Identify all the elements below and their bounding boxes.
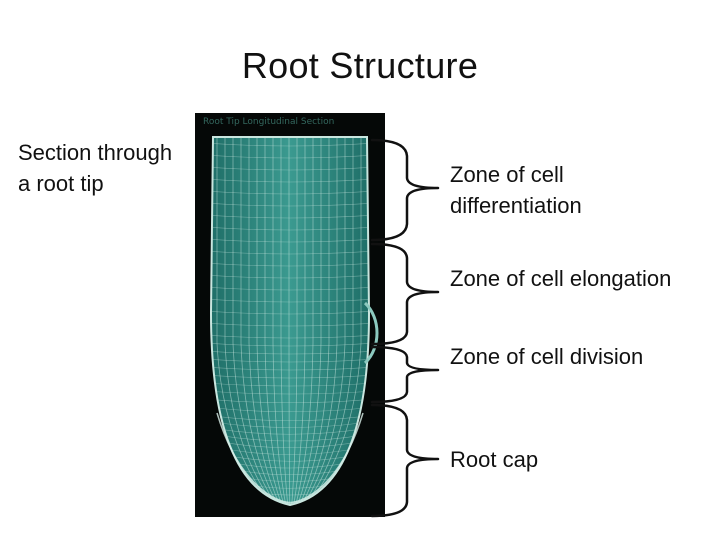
cell-wall-line: [211, 262, 369, 267]
cell-file-line: [240, 137, 279, 505]
cell-wall-line: [211, 398, 369, 404]
bracket-elongation: [370, 242, 440, 346]
cell-wall-line: [211, 214, 369, 219]
cell-wall-line: [211, 382, 369, 387]
cell-wall-line: [211, 342, 369, 347]
root-cap-outline: [216, 412, 364, 504]
cell-wall-line: [211, 190, 369, 195]
cell-wall-line: [211, 166, 369, 171]
cell-file-line: [299, 137, 330, 505]
cell-wall-line: [211, 334, 369, 339]
cell-wall-line: [211, 374, 369, 379]
cell-file-line: [280, 137, 289, 505]
cell-wall-line: [211, 178, 369, 183]
cell-wall-line: [211, 298, 369, 303]
cell-file-line: [288, 137, 291, 505]
cell-wall-line: [211, 274, 369, 279]
cell-file-line: [293, 137, 306, 505]
bracket-differentiation: [370, 138, 440, 242]
zone-label-root-cap: Root cap: [450, 447, 539, 472]
cell-file-line: [272, 137, 287, 505]
cell-file-line: [305, 137, 354, 505]
cell-wall-line: [211, 366, 369, 371]
cell-wall-line: [211, 142, 369, 147]
root-tip-micrograph: Root Tip Longitudinal Section: [195, 113, 385, 517]
section-caption: Section through a root tip: [18, 140, 173, 196]
zone-label-division: Zone of cell division: [450, 344, 644, 369]
root-hair-bulge: [363, 301, 379, 365]
micrograph-caption: Root Tip Longitudinal Section: [203, 117, 335, 127]
cell-wall-line: [211, 414, 369, 422]
cell-file-line: [248, 137, 281, 505]
cell-wall-line: [211, 322, 369, 327]
cell-file-line: [256, 137, 283, 505]
cell-wall-line: [211, 286, 369, 291]
cell-file-line: [303, 137, 346, 505]
cell-wall-line: [211, 420, 369, 428]
cell-wall-line: [211, 238, 369, 243]
cell-wall-line: [211, 426, 369, 435]
cell-wall-line: [211, 310, 369, 315]
cell-wall-line: [211, 226, 369, 231]
root-tip-illustration: [209, 136, 379, 507]
root-outline: [209, 136, 371, 507]
cell-pattern: [211, 137, 369, 505]
cell-file-line: [297, 137, 322, 505]
cell-wall-line: [211, 154, 369, 159]
cell-file-line: [295, 137, 314, 505]
cell-file-line: [224, 137, 275, 505]
bracket-division: [370, 345, 440, 404]
zone-label-elongation: Zone of cell elongation: [450, 266, 672, 291]
cell-file-line: [232, 137, 277, 505]
cell-wall-line: [211, 250, 369, 255]
cell-wall-line: [211, 358, 369, 363]
zone-label-differentiation: Zone of cell differentiation: [450, 162, 582, 218]
cell-file-line: [264, 137, 285, 505]
cell-wall-line: [211, 350, 369, 355]
cell-file-line: [301, 137, 338, 505]
slide-title: Root Structure: [241, 45, 479, 86]
cell-file-line: [291, 137, 298, 505]
cell-wall-line: [211, 406, 369, 413]
cell-wall-line: [211, 390, 369, 395]
bracket-root-cap: [370, 403, 440, 518]
cell-wall-line: [211, 202, 369, 207]
